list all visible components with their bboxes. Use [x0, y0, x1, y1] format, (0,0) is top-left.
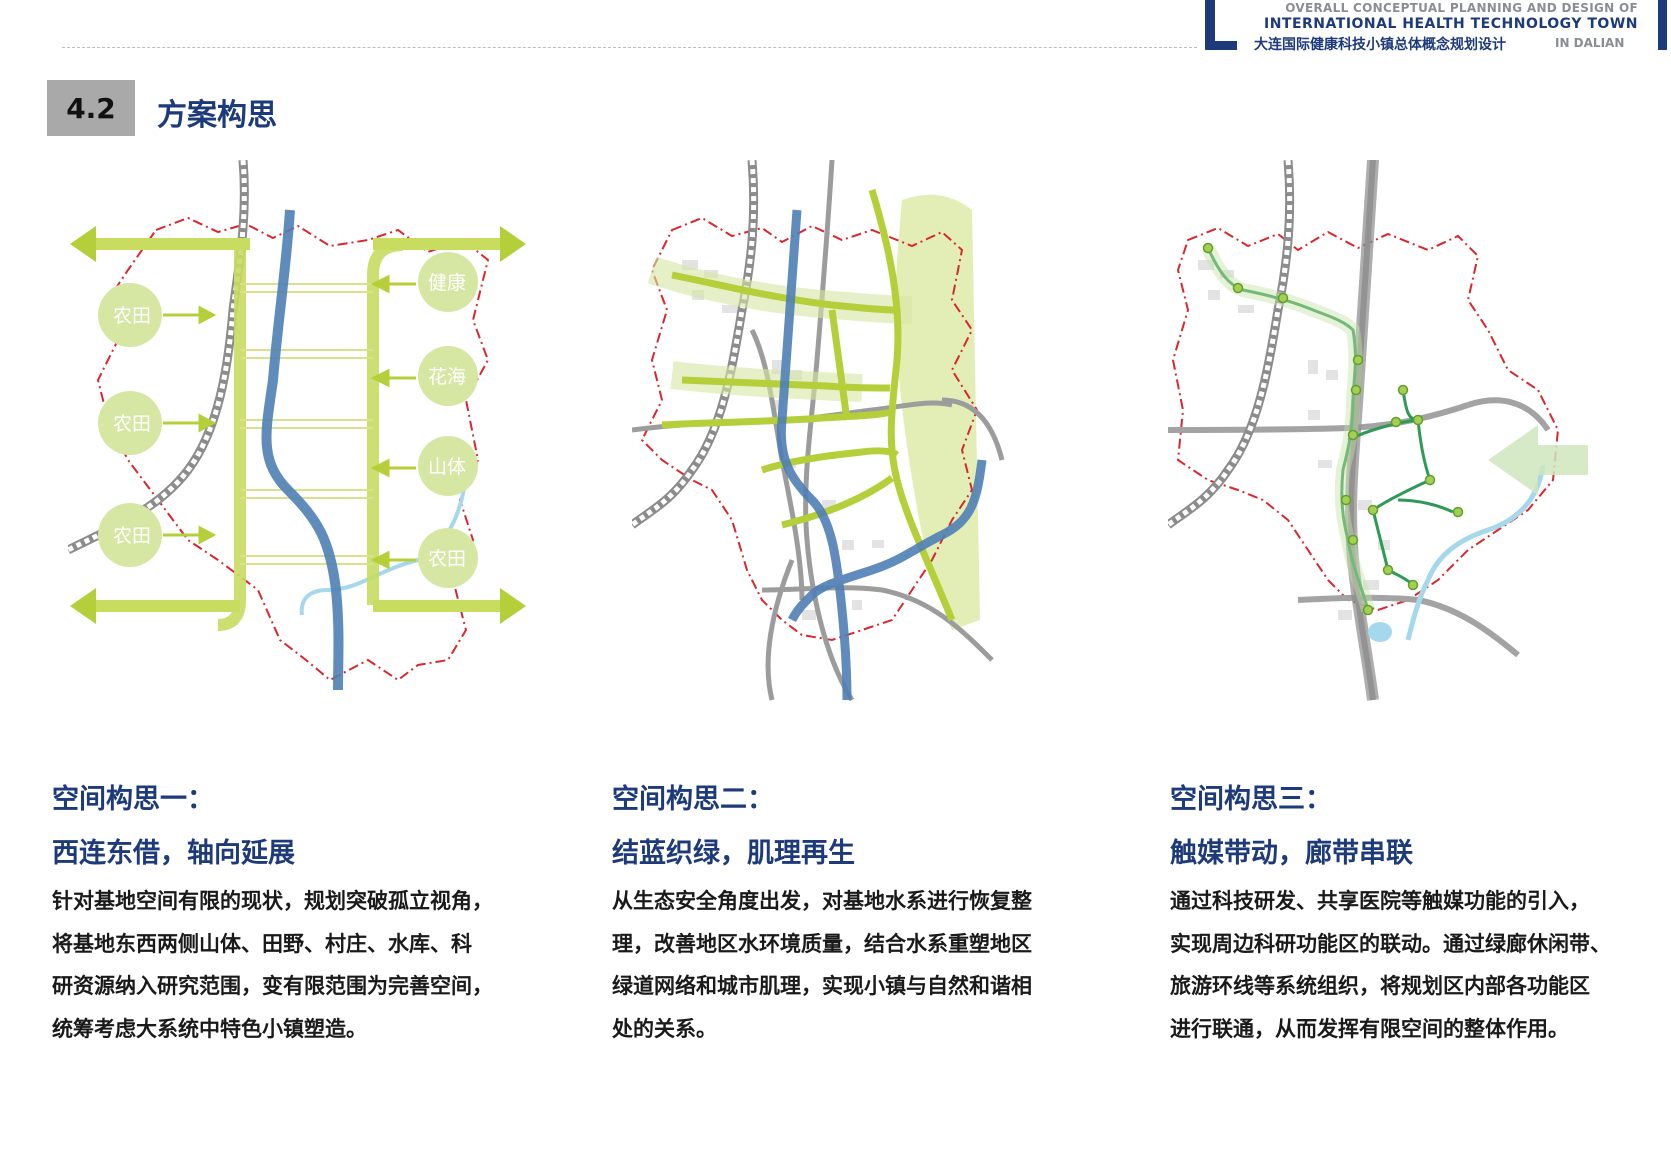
concept-column-2: 空间构思二： 结蓝织绿，肌理再生 从生态安全角度出发，对基地水系进行恢复整 理，… — [612, 780, 1142, 1050]
creek — [299, 459, 469, 616]
label-health: 健康 — [428, 272, 466, 294]
concept-column-1: 空间构思一： 西连东借，轴向延展 针对基地空间有限的现状，规划突破孤立视角， 将… — [52, 780, 582, 1050]
arrow-top-west-head — [70, 226, 96, 262]
east-arc — [367, 239, 404, 605]
site-boundary — [96, 216, 490, 682]
concept-column-3: 空间构思三： 触媒带动，廊带串联 通过科技研发、共享医院等触媒功能的引入， 实现… — [1170, 780, 1671, 1050]
arterial-road — [1345, 160, 1379, 701]
creek — [1405, 464, 1546, 641]
concept-2-title: 空间构思二： — [612, 784, 774, 815]
urban-fabric — [1198, 260, 1390, 620]
section-title: 方案构思 — [157, 98, 277, 133]
label-farmland-1: 农田 — [113, 305, 151, 327]
concept-diagram-2 — [632, 160, 1005, 702]
header-title-en-line3: IN DALIAN — [1555, 36, 1625, 50]
concept-diagram-1: 农田 农田 农田 健康 花海 山体 农田 — [68, 160, 526, 691]
concept-3-subtitle: 触媒带动，廊带串联 — [1170, 838, 1413, 869]
arrow-top-east-head — [500, 226, 526, 262]
section-number: 4.2 — [47, 80, 135, 136]
axis-connectors — [240, 283, 373, 565]
left-resource-nodes — [98, 283, 217, 567]
concept-diagram-3 — [1168, 160, 1588, 701]
label-farmland-4: 农田 — [428, 548, 466, 570]
concept-2-subtitle: 结蓝织绿，肌理再生 — [612, 838, 855, 869]
concept-1-title: 空间构思一： — [52, 784, 214, 815]
header-dashed-rule — [62, 47, 1197, 48]
green-corridor-glow — [1201, 245, 1375, 612]
concept-1-body: 针对基地空间有限的现状，规划突破孤立视角， 将基地东西两侧山体、田野、村庄、水库… — [52, 889, 493, 1041]
concept-2-body: 从生态安全角度出发，对基地水系进行恢复整 理，改善地区水环境质量，结合水系重塑地… — [612, 889, 1032, 1041]
label-farmland-3: 农田 — [113, 525, 151, 547]
arrow-bottom-east-head — [500, 588, 526, 624]
river — [261, 209, 344, 691]
right-resource-nodes — [370, 252, 478, 588]
site-boundary — [640, 216, 979, 642]
header-right-bar — [1658, 0, 1667, 50]
header-title-en-line1: OVERALL CONCEPTUAL PLANNING AND DESIGN O… — [1285, 1, 1638, 15]
east-green-band — [895, 194, 980, 630]
catalyst-arrow — [1488, 425, 1588, 495]
label-farmland-2: 农田 — [113, 413, 151, 435]
label-flower-sea: 花海 — [428, 366, 466, 388]
header-bracket-bar — [1205, 0, 1215, 50]
concept-1-subtitle: 西连东借，轴向延展 — [52, 838, 295, 869]
railway-line — [68, 160, 249, 555]
catalyst-nodes — [1202, 242, 1464, 616]
lake — [1368, 622, 1392, 642]
label-mountain: 山体 — [428, 456, 466, 478]
concept-3-title: 空间构思三： — [1170, 784, 1332, 815]
water-system — [776, 209, 987, 701]
header-bracket-foot — [1205, 41, 1237, 50]
header-title-cn: 大连国际健康科技小镇总体概念规划设计 — [1254, 37, 1506, 53]
header-title-en-line2: INTERNATIONAL HEALTH TECHNOLOGY TOWN — [1263, 16, 1638, 32]
concept-3-body: 通过科技研发、共享医院等触媒功能的引入， 实现周边科研功能区的联动。通过绿廊休闲… — [1170, 889, 1611, 1041]
arrow-bottom-west-head — [70, 588, 96, 624]
